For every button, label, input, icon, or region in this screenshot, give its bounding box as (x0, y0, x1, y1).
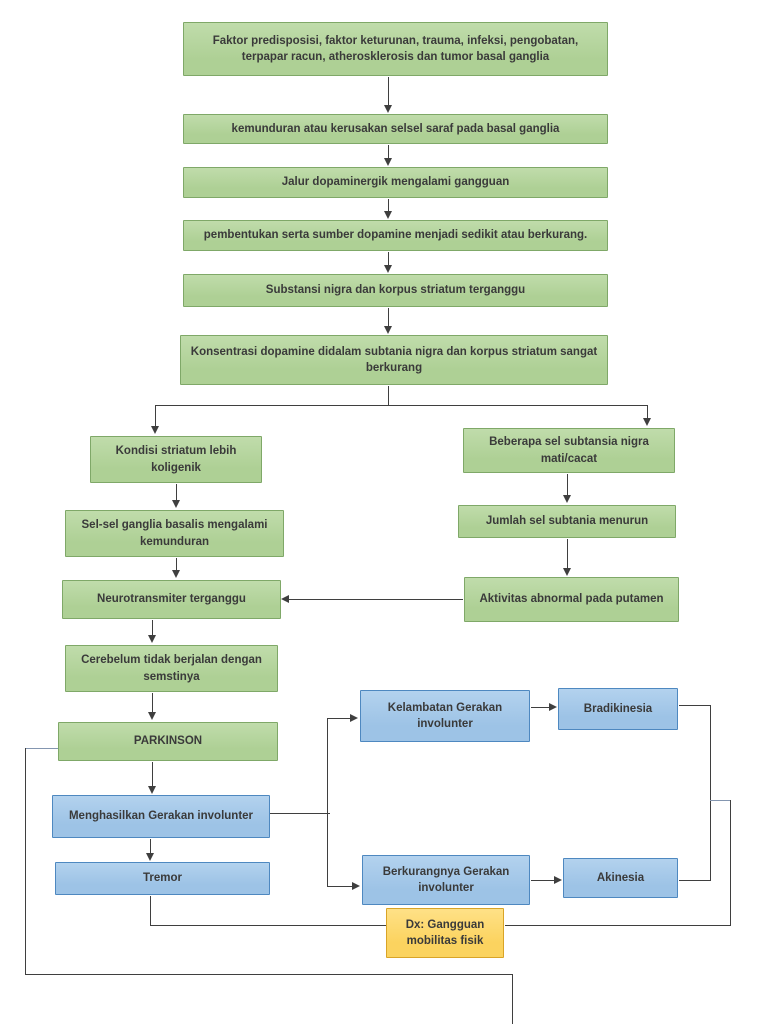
connector-line (155, 405, 156, 427)
connector-line (388, 308, 389, 327)
connector-line (710, 705, 711, 881)
connector-line (25, 974, 513, 975)
arrow-down-icon (384, 211, 392, 219)
connector-line (25, 748, 26, 974)
arrow-down-icon (148, 712, 156, 720)
connector-line (531, 707, 550, 708)
node-kondisi-striatum: Kondisi striatum lebih koligenik (90, 436, 262, 483)
node-kemunduran-sel-saraf: kemunduran atau kerusakan selsel saraf p… (183, 114, 608, 144)
node-pembentukan-dopamine: pembentukan serta sumber dopamine menjad… (183, 220, 608, 251)
arrow-down-icon (172, 570, 180, 578)
connector-line (679, 880, 711, 881)
connector-line (388, 145, 389, 159)
arrow-down-icon (148, 786, 156, 794)
connector-line (289, 599, 463, 600)
connector-line (150, 925, 386, 926)
node-jalur-dopaminergik: Jalur dopaminergik mengalami gangguan (183, 167, 608, 198)
connector-line (176, 484, 177, 501)
node-substansi-nigra: Substansi nigra dan korpus striatum terg… (183, 274, 608, 307)
arrow-right-icon (549, 703, 557, 711)
node-faktor-predisposisi: Faktor predisposisi, faktor keturunan, t… (183, 22, 608, 76)
node-sel-sel-ganglia: Sel-sel ganglia basalis mengalami kemund… (65, 510, 284, 557)
connector-line (505, 925, 731, 926)
connector-line (270, 813, 330, 814)
node-konsentrasi-dopamine: Konsentrasi dopamine didalam subtania ni… (180, 335, 608, 385)
node-bradikinesia: Bradikinesia (558, 688, 678, 730)
connector-line (327, 718, 351, 719)
arrow-down-icon (643, 418, 651, 426)
connector-line (152, 620, 153, 636)
connector-line (388, 252, 389, 266)
connector-line (150, 896, 151, 926)
node-akinesia: Akinesia (563, 858, 678, 898)
node-jumlah-sel-subtania: Jumlah sel subtania menurun (458, 505, 676, 538)
connector-line (388, 77, 389, 106)
arrow-down-icon (563, 568, 571, 576)
node-dx-gangguan-mobilitas: Dx: Gangguan mobilitas fisik (386, 908, 504, 958)
arrow-down-icon (563, 495, 571, 503)
connector-line (176, 558, 177, 571)
connector-line (150, 839, 151, 854)
connector-line (710, 800, 731, 801)
node-menghasilkan-gerakan: Menghasilkan Gerakan involunter (52, 795, 270, 838)
node-berkurangnya-gerakan: Berkurangnya Gerakan involunter (362, 855, 530, 905)
connector-line (679, 705, 711, 706)
node-kelambatan-gerakan: Kelambatan Gerakan involunter (360, 690, 530, 742)
connector-line (327, 718, 328, 886)
connector-line (388, 199, 389, 212)
node-beberapa-sel-subtansia: Beberapa sel subtansia nigra mati/cacat (463, 428, 675, 473)
node-aktivitas-abnormal: Aktivitas abnormal pada putamen (464, 577, 679, 622)
connector-line (155, 405, 648, 406)
arrow-down-icon (384, 105, 392, 113)
connector-line (327, 886, 353, 887)
arrow-down-icon (151, 426, 159, 434)
arrow-right-icon (352, 882, 360, 890)
connector-line (25, 748, 58, 749)
connector-line (152, 762, 153, 787)
node-parkinson: PARKINSON (58, 722, 278, 761)
connector-line (152, 693, 153, 713)
arrow-down-icon (384, 265, 392, 273)
connector-line (512, 974, 513, 1024)
node-cerebelum: Cerebelum tidak berjalan dengan semstiny… (65, 645, 278, 692)
arrow-down-icon (384, 158, 392, 166)
connector-line (388, 386, 389, 405)
arrow-right-icon (350, 714, 358, 722)
connector-line (567, 539, 568, 569)
arrow-left-icon (281, 595, 289, 603)
arrow-down-icon (146, 853, 154, 861)
connector-line (647, 405, 648, 419)
arrow-down-icon (148, 635, 156, 643)
arrow-down-icon (384, 326, 392, 334)
connector-line (531, 880, 555, 881)
arrow-down-icon (172, 500, 180, 508)
connector-line (730, 800, 731, 926)
connector-line (567, 474, 568, 496)
node-neurotransmiter: Neurotransmiter terganggu (62, 580, 281, 619)
arrow-right-icon (554, 876, 562, 884)
node-tremor: Tremor (55, 862, 270, 895)
